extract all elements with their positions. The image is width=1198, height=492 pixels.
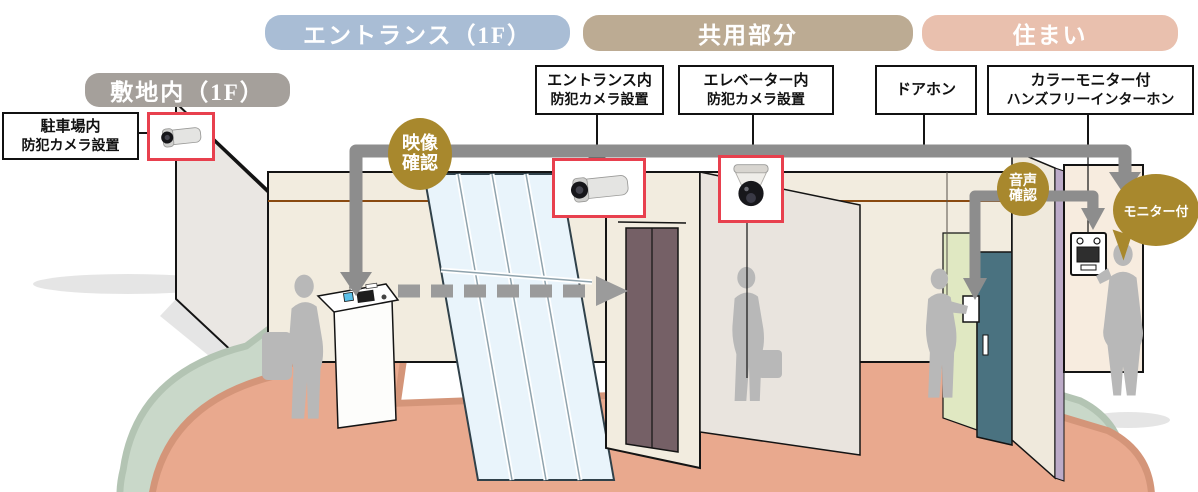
person-in-elevator-hall bbox=[732, 266, 782, 401]
banner-entrance-label: エントランス（1F） bbox=[302, 22, 533, 48]
banner-shikichi-label: 敷地内（1F） bbox=[110, 80, 265, 105]
label-doorphone-line1: ドアホン bbox=[895, 80, 956, 98]
glass-sliding-doors bbox=[422, 173, 616, 481]
label-monitor-intercom-line1: カラーモニター付 bbox=[1030, 71, 1151, 89]
label-parking-camera-line1: 駐車場内 bbox=[40, 117, 101, 135]
bullet-camera-icon bbox=[161, 127, 202, 148]
label-elevator-camera-line2: 防犯カメラ設置 bbox=[707, 90, 805, 107]
label-monitor-intercom-line2: ハンズフリーインターホン bbox=[1006, 90, 1175, 107]
label-entrance-camera-line2: 防犯カメラ設置 bbox=[550, 90, 649, 107]
label-elevator-camera: エレベーター内 防犯カメラ設置 bbox=[678, 65, 834, 115]
banner-entrance: エントランス（1F） bbox=[265, 15, 570, 50]
bullet-camera-icon bbox=[570, 175, 629, 203]
banner-kyoyo: 共用部分 bbox=[583, 15, 913, 51]
badge-video-check: 映像 確認 bbox=[388, 118, 452, 190]
elevator bbox=[605, 171, 701, 470]
label-elevator-camera-line1: エレベーター内 bbox=[703, 71, 809, 89]
elevator-camera-photo bbox=[718, 155, 784, 223]
banner-sumai: 住まい bbox=[922, 15, 1178, 51]
label-entrance-camera-line1: エントランス内 bbox=[547, 71, 652, 89]
intercom-unit bbox=[1070, 232, 1107, 276]
badge-video-check-line2: 確認 bbox=[402, 153, 438, 173]
label-doorphone: ドアホン bbox=[875, 65, 977, 115]
label-monitor-intercom: カラーモニター付 ハンズフリーインターホン bbox=[987, 65, 1194, 115]
banner-sumai-label: 住まい bbox=[1012, 23, 1088, 48]
partition-wall bbox=[1011, 148, 1065, 482]
person-in-apartment bbox=[1096, 242, 1143, 396]
badge-audio-check-line1: 音声 bbox=[1009, 173, 1037, 189]
banner-kyoyo-label: 共用部分 bbox=[698, 23, 798, 48]
label-entrance-camera: エントランス内 防犯カメラ設置 bbox=[535, 65, 664, 115]
parking-camera-photo bbox=[147, 112, 215, 161]
person-at-apartment-door bbox=[925, 268, 968, 398]
bubble-monitor: モニター付 bbox=[1113, 174, 1198, 246]
badge-video-check-line1: 映像 bbox=[402, 133, 438, 154]
badge-audio-check-line2: 確認 bbox=[1009, 189, 1037, 204]
label-parking-camera: 駐車場内 防犯カメラ設置 bbox=[2, 112, 139, 160]
banner-shikichi: 敷地内（1F） bbox=[85, 73, 290, 107]
person-at-kiosk bbox=[262, 274, 324, 419]
badge-audio-check: 音声 確認 bbox=[997, 162, 1049, 216]
entrance-camera-photo bbox=[552, 158, 646, 218]
label-parking-camera-line2: 防犯カメラ設置 bbox=[21, 136, 120, 153]
walkthrough-arrow bbox=[398, 276, 628, 306]
bubble-monitor-label: モニター付 bbox=[1123, 203, 1189, 219]
dome-camera-icon bbox=[733, 164, 769, 207]
